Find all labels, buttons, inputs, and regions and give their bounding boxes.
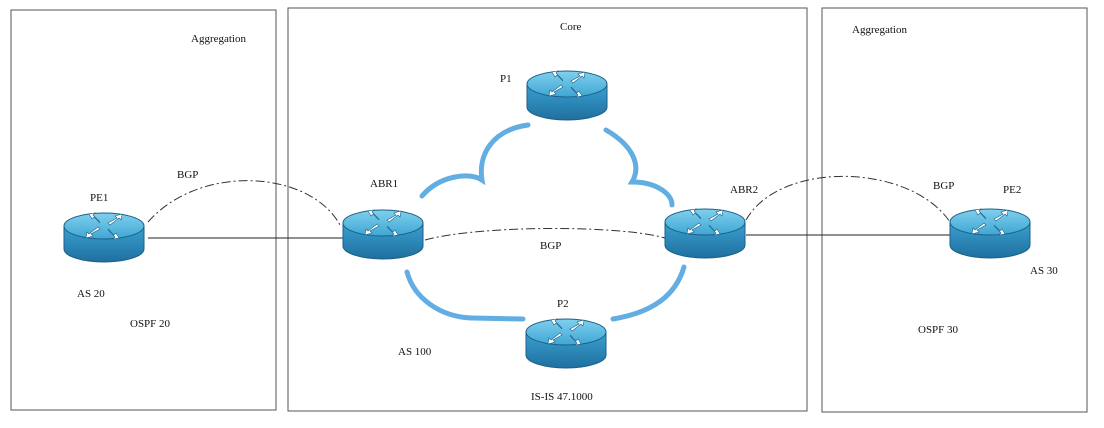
zone-title-agg-right: Aggregation	[852, 24, 907, 36]
igp-label-right: OSPF 30	[918, 324, 959, 336]
zone-title-agg-left: Aggregation	[191, 33, 246, 45]
bgp-session-left	[147, 180, 341, 226]
router-icon	[63, 212, 145, 263]
router-icon	[526, 70, 608, 121]
router-p2[interactable]	[525, 318, 607, 369]
bgp-label-left: BGP	[177, 169, 198, 181]
aggregation-zone-right	[821, 7, 1088, 413]
router-label-p1: P1	[500, 73, 512, 85]
router-abr2[interactable]	[664, 208, 746, 259]
router-label-abr2: ABR2	[730, 184, 758, 196]
router-icon	[342, 209, 424, 260]
bgp-session-right	[745, 175, 951, 223]
core-zone	[287, 7, 808, 412]
router-p1[interactable]	[526, 70, 608, 121]
bgp-label-right: BGP	[933, 180, 954, 192]
router-pe2[interactable]	[949, 208, 1031, 259]
router-icon	[949, 208, 1031, 259]
router-pe1[interactable]	[63, 212, 145, 263]
router-label-p2: P2	[557, 298, 569, 310]
router-label-pe2: PE2	[1003, 184, 1021, 196]
link-p1-abr2	[603, 127, 675, 208]
link-abr1-p2	[404, 269, 526, 322]
as-label-left: AS 20	[77, 288, 105, 300]
link-abr1-p1	[419, 122, 531, 199]
link-p2-abr2	[610, 264, 687, 322]
router-abr1[interactable]	[342, 209, 424, 260]
as-label-core: AS 100	[398, 346, 432, 358]
bgp-label-core: BGP	[540, 240, 561, 252]
router-label-abr1: ABR1	[370, 178, 398, 190]
igp-label-left: OSPF 20	[130, 318, 171, 330]
as-label-right: AS 30	[1030, 265, 1058, 277]
router-icon	[664, 208, 746, 259]
core-ring	[404, 122, 687, 322]
router-label-pe1: PE1	[90, 192, 108, 204]
bgp-session-core	[424, 228, 666, 241]
aggregation-zone-left	[10, 9, 277, 411]
igp-label-core: IS-IS 47.1000	[531, 391, 593, 403]
router-icon	[525, 318, 607, 369]
zone-title-core: Core	[560, 21, 582, 33]
